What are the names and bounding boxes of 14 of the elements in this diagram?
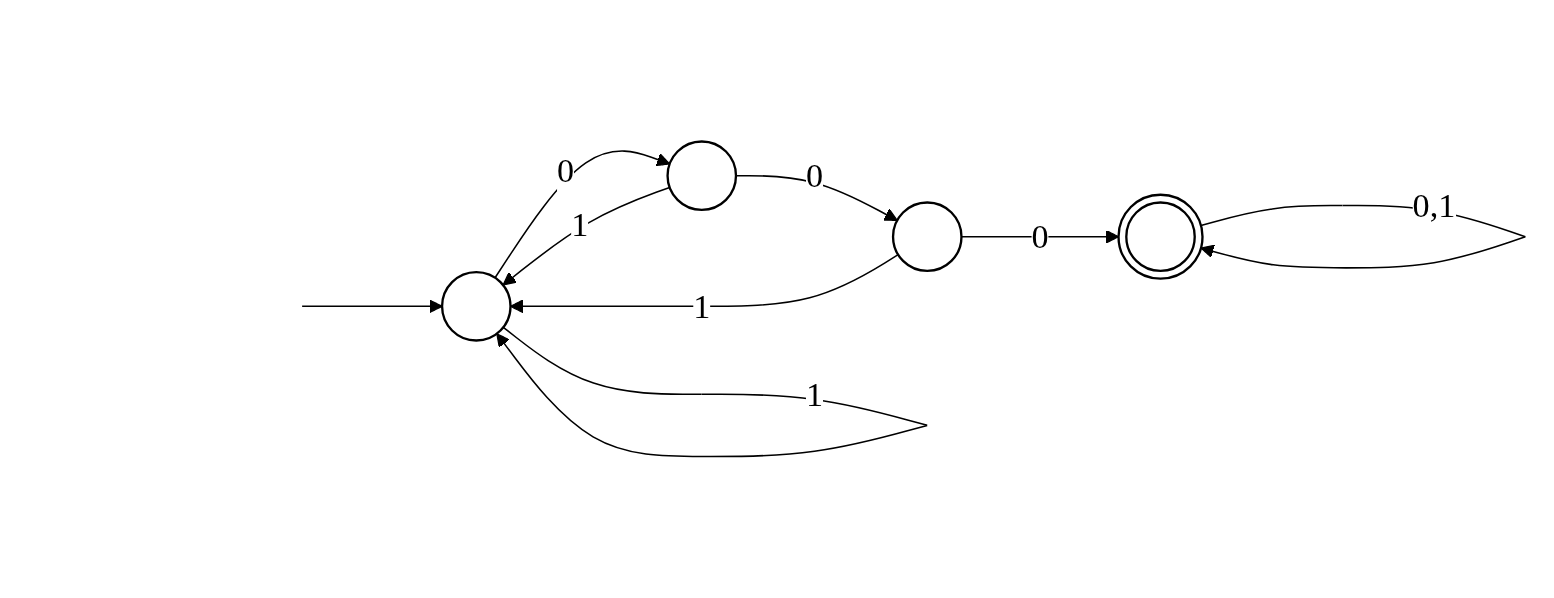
edge-label: 0 xyxy=(1031,217,1049,257)
arrow xyxy=(494,150,671,279)
edge-label: 0,1 xyxy=(1412,186,1456,226)
node-circle xyxy=(440,270,512,342)
node-circle xyxy=(891,201,963,273)
edge-label: 0 xyxy=(557,150,575,190)
node-doublecircle xyxy=(1117,193,1204,280)
edge-label: 1 xyxy=(693,286,711,326)
edge-label: 1 xyxy=(805,374,824,414)
node-circle xyxy=(666,140,738,212)
arrow xyxy=(735,174,898,222)
arrow xyxy=(301,299,443,314)
edge-label: 0 xyxy=(805,156,824,196)
edge-label: 1 xyxy=(571,204,589,244)
